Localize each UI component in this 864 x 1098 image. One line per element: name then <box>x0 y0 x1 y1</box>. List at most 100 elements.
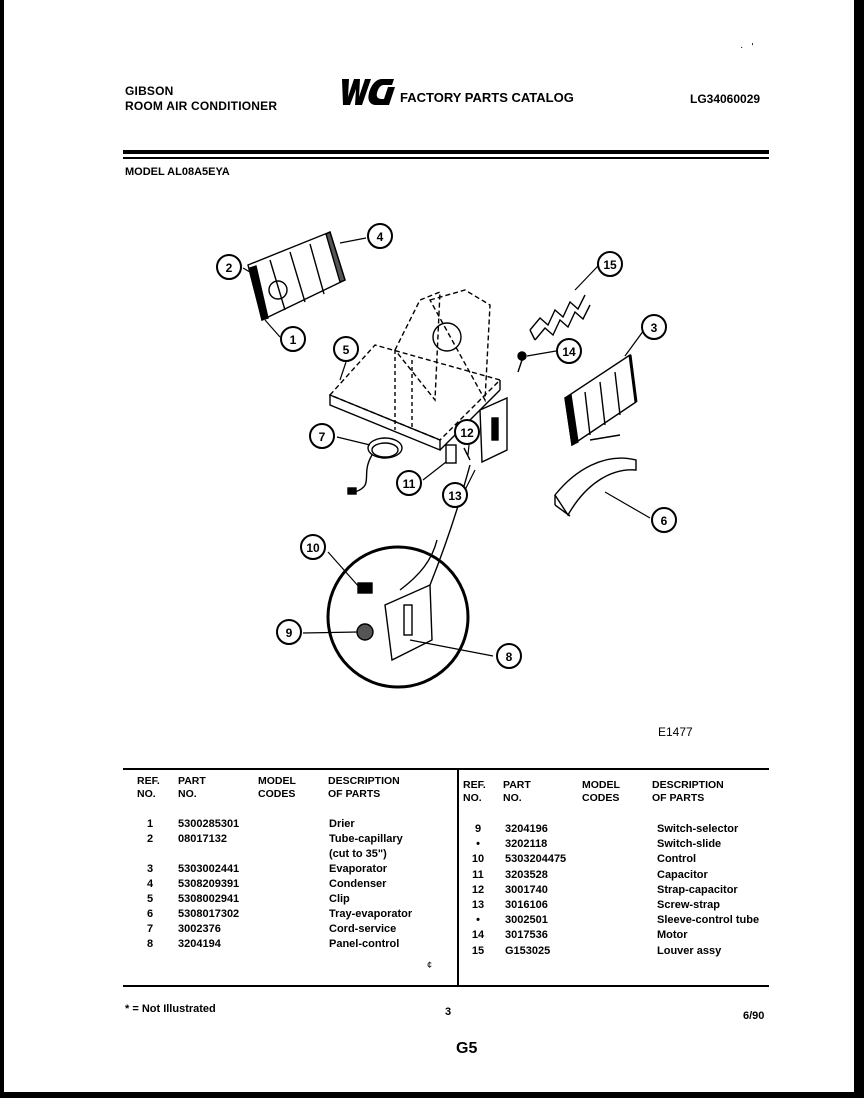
service-cord <box>347 437 403 495</box>
page-code: G5 <box>456 1040 478 1057</box>
model-number: MODEL AL08A5EYA <box>125 166 230 178</box>
cell-desc: Sleeve-control tube <box>657 914 760 927</box>
header-ref-left: REF. NO. <box>137 775 160 800</box>
page-edge <box>854 0 864 1098</box>
callout-11: 11 <box>396 470 422 496</box>
product-name: ROOM AIR CONDITIONER <box>125 99 278 113</box>
detail-magnifier <box>326 545 470 689</box>
cell-part: 5308002941 <box>178 893 240 905</box>
cell-ref: 4 <box>146 878 154 890</box>
table-divider <box>457 770 459 985</box>
header-left: GIBSON ROOM AIR CONDITIONER <box>125 84 277 114</box>
cell-ref: 9 <box>474 823 482 835</box>
callout-label: 15 <box>603 258 617 272</box>
header-part-left: PART NO. <box>178 775 206 800</box>
evaporator-part <box>564 353 638 447</box>
table-top-rule <box>123 768 769 770</box>
wci-logo <box>342 79 395 105</box>
cell-ref: 1 <box>146 818 154 830</box>
page-number: 3 <box>445 1006 452 1018</box>
callout-1: 1 <box>280 326 306 352</box>
stray-mark: ¢ <box>427 960 433 970</box>
cell-ref: 2 <box>146 833 154 845</box>
cell-desc: Condenser <box>329 878 387 890</box>
cell-part: 5303002441 <box>178 863 240 875</box>
cell-part: 3002376 <box>178 923 221 935</box>
footnote: * = Not Illustrated <box>125 1003 216 1015</box>
header-desc-left: DESCRIPTION OF PARTS <box>328 775 400 800</box>
cell-desc: Cord-service <box>329 923 397 935</box>
cell-part: 3204194 <box>178 938 221 950</box>
cell-ref: 14 <box>471 929 485 942</box>
capacitor-part <box>445 444 471 464</box>
cell-ref: 11 <box>472 868 484 881</box>
cell-part: 3202118 <box>505 838 548 851</box>
callout-label: 7 <box>319 430 326 444</box>
callout-label: 2 <box>226 261 233 275</box>
cell-desc: Switch-slide <box>657 838 722 851</box>
cell-ref: • <box>476 838 480 851</box>
control-tube <box>429 464 471 586</box>
callout-label: 12 <box>460 426 474 440</box>
cell-part: 3016106 <box>505 899 548 911</box>
cell-desc: Drier <box>329 818 355 830</box>
cell-desc: Evaporator <box>329 863 388 875</box>
callout-label: 14 <box>562 345 576 359</box>
drawing-code: E1477 <box>658 725 693 739</box>
callout-5: 5 <box>333 336 359 362</box>
callout-4: 4 <box>367 223 393 249</box>
cell-ref: 5 <box>146 893 154 905</box>
cell-desc: Panel-control <box>329 938 400 950</box>
cell-desc: Clip <box>329 893 350 905</box>
header-rule-thin <box>123 157 769 159</box>
header-part-right: PART NO. <box>503 779 531 804</box>
control-wire <box>399 539 438 591</box>
louver-assembly <box>529 294 591 341</box>
scan-marks: · ' <box>740 42 754 53</box>
header-rule-thick <box>123 150 769 154</box>
callout-label: 9 <box>286 626 293 640</box>
cell-ref: 7 <box>146 923 154 935</box>
cell-part: 08017132 <box>178 833 227 845</box>
callout-2: 2 <box>216 254 242 280</box>
cell-ref: 10 <box>471 853 485 866</box>
motor-part <box>517 351 527 373</box>
cell-desc: Tray-evaporator <box>329 908 413 920</box>
header-ref-right: REF. NO. <box>463 779 486 804</box>
cell-part: 3017536 <box>505 929 548 942</box>
cell-part: 5308209391 <box>178 878 240 890</box>
cell-ref: 8 <box>146 938 154 950</box>
cell-part: 5308017302 <box>178 908 240 920</box>
callout-label: 4 <box>377 230 384 244</box>
callout-6: 6 <box>651 507 677 533</box>
callout-15: 15 <box>597 251 623 277</box>
cell-ref: 6 <box>146 908 154 920</box>
callout-7: 7 <box>309 423 335 449</box>
callout-10: 10 <box>300 534 326 560</box>
callout-14: 14 <box>556 338 582 364</box>
cell-desc: Tube-capillary <box>329 833 403 845</box>
cell-desc: Strap-capacitor <box>657 883 738 896</box>
cell-ref: • <box>476 914 480 927</box>
header-codes-left: MODEL CODES <box>258 775 296 800</box>
cell-desc: (cut to 35") <box>329 848 387 860</box>
callout-label: 6 <box>661 514 668 528</box>
revision-date: 6/90 <box>743 1010 765 1022</box>
cell-part: G153025 <box>505 944 551 957</box>
brand: GIBSON <box>125 84 174 98</box>
callout-label: 10 <box>306 541 320 555</box>
catalog-title: FACTORY PARTS CATALOG <box>400 90 574 105</box>
table-bottom-rule <box>123 985 769 987</box>
header-desc-right: DESCRIPTION OF PARTS <box>652 779 724 804</box>
evaporator-tray <box>554 434 637 517</box>
cell-ref: 3 <box>146 863 154 875</box>
callout-label: 8 <box>506 650 513 664</box>
cell-desc: Louver assy <box>657 944 722 957</box>
callout-label: 3 <box>651 321 658 335</box>
callout-12: 12 <box>454 419 480 445</box>
cell-part: 3204196 <box>505 823 548 835</box>
callout-9: 9 <box>276 619 302 645</box>
callout-13: 13 <box>442 482 468 508</box>
cell-desc: Motor <box>657 929 688 942</box>
